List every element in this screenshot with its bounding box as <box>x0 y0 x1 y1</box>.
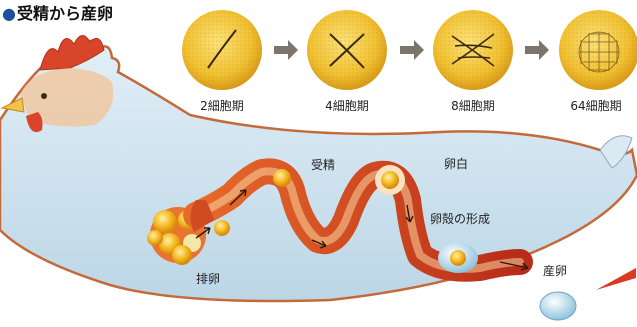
fertilized-yolk <box>273 169 291 187</box>
label-ovulation: 排卵 <box>196 270 220 287</box>
shelled-egg <box>438 243 478 273</box>
laid-egg <box>540 292 576 320</box>
yolk-with-albumen <box>375 165 405 195</box>
stage-2cell <box>182 10 262 90</box>
label-fertilization: 受精 <box>311 156 335 173</box>
label-albumen: 卵白 <box>444 155 468 172</box>
label-shell-formation: 卵殻の形成 <box>430 210 490 227</box>
stage-8cell <box>433 10 513 90</box>
arrow-icon <box>400 40 424 60</box>
arrow-icon <box>525 40 549 60</box>
stage-label-4cell: 4細胞期 <box>315 97 379 114</box>
stage-64cell <box>559 10 637 90</box>
yolk-in-tube <box>214 220 230 236</box>
hen-eye <box>41 93 47 99</box>
cleavage-stages <box>182 10 637 90</box>
stage-label-64cell: 64細胞期 <box>557 97 635 114</box>
arrow-icon <box>274 40 298 60</box>
label-laying: 産卵 <box>543 262 567 279</box>
cloaca-mark <box>596 268 636 290</box>
stage-label-8cell: 8細胞期 <box>441 97 505 114</box>
stage-4cell <box>307 10 387 90</box>
stage-label-2cell: 2細胞期 <box>190 97 254 114</box>
